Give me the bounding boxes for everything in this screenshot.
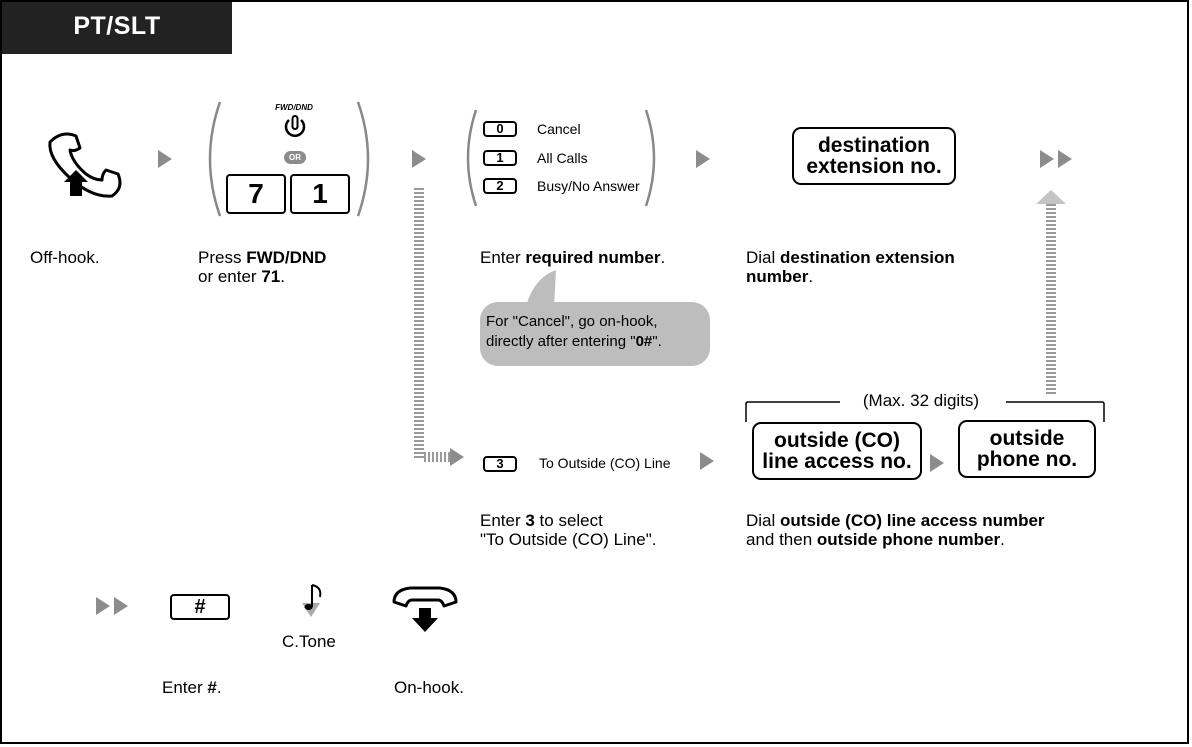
key-1[interactable]: 1 bbox=[290, 174, 350, 214]
fwd-dnd-icon-label: FWD/DND bbox=[275, 103, 313, 112]
left-paren bbox=[466, 109, 478, 207]
co-line-access-box: outside (CO)line access no. bbox=[752, 422, 922, 480]
flow-line-up bbox=[1046, 204, 1056, 396]
hash-key[interactable]: # bbox=[170, 594, 230, 620]
dial-outside-label: Dial outside (CO) line access number and… bbox=[746, 511, 1045, 549]
key-2[interactable]: 2 bbox=[483, 178, 517, 194]
flow-arrow bbox=[930, 454, 944, 472]
off-hook-label: Off-hook. bbox=[30, 248, 100, 267]
flow-arrow bbox=[158, 150, 172, 168]
enter-hash-label: Enter #. bbox=[162, 678, 222, 697]
cancel-note-balloon: For "Cancel", go on-hook, directly after… bbox=[480, 302, 710, 366]
flow-arrow bbox=[114, 597, 128, 615]
press-fwd-label: Press FWD/DND or enter 71. bbox=[198, 248, 327, 286]
enter-required-label: Enter required number. bbox=[480, 248, 666, 267]
c-tone-label: C.Tone bbox=[282, 632, 336, 651]
flow-arrow bbox=[412, 150, 426, 168]
flow-line-turn bbox=[424, 452, 452, 462]
confirmation-tone-icon bbox=[302, 584, 322, 617]
header-title: PT/SLT bbox=[73, 12, 161, 40]
on-hook-label: On-hook. bbox=[394, 678, 464, 697]
option-label-all-calls: All Calls bbox=[537, 150, 588, 166]
or-badge: OR bbox=[284, 151, 306, 164]
option-label-cancel: Cancel bbox=[537, 121, 581, 137]
max-digits-label: (Max. 32 digits) bbox=[862, 391, 980, 410]
key-3[interactable]: 3 bbox=[483, 456, 517, 472]
enter-3-label: Enter 3 to select "To Outside (CO) Line"… bbox=[480, 511, 657, 549]
balloon-tail bbox=[526, 270, 556, 306]
flow-arrow bbox=[450, 448, 464, 466]
flow-arrow-up bbox=[1036, 190, 1066, 204]
key-7[interactable]: 7 bbox=[226, 174, 286, 214]
key-0[interactable]: 0 bbox=[483, 121, 517, 137]
right-paren bbox=[644, 109, 656, 207]
off-hook-handset-icon bbox=[48, 132, 122, 198]
flow-arrow bbox=[696, 150, 710, 168]
option-label-busy-no-answer: Busy/No Answer bbox=[537, 178, 640, 194]
key-1-small[interactable]: 1 bbox=[483, 150, 517, 166]
flow-arrow bbox=[700, 452, 714, 470]
on-hook-handset-icon bbox=[392, 586, 458, 632]
flow-line-down bbox=[414, 188, 424, 460]
fwd-dnd-button-icon[interactable] bbox=[283, 114, 307, 140]
max-digits-bracket bbox=[745, 401, 1105, 422]
right-paren bbox=[356, 101, 370, 217]
left-paren bbox=[208, 101, 222, 217]
flow-arrow bbox=[1058, 150, 1072, 168]
flow-arrow bbox=[1040, 150, 1054, 168]
header-tab: PT/SLT bbox=[2, 2, 232, 54]
dial-destination-label: Dial destination extension number. bbox=[746, 248, 955, 286]
option-label-outside-line: To Outside (CO) Line bbox=[539, 455, 671, 471]
flow-arrow bbox=[96, 597, 110, 615]
